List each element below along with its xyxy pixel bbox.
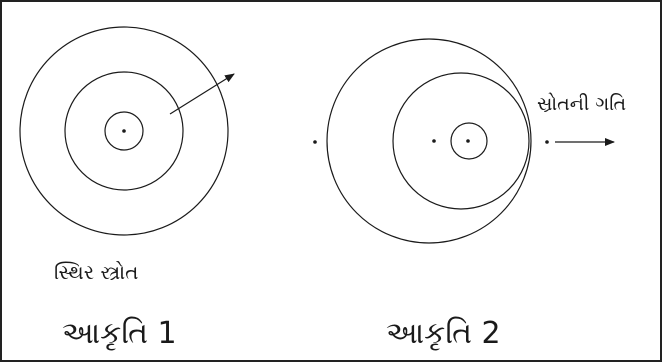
figure2-motion-label: સ્રોતની ગતિ — [537, 93, 627, 115]
figure2-caption: આકૃતિ 2 — [386, 316, 501, 351]
figure1-middle-wavefront — [64, 71, 184, 191]
figure2-prior-position-1 — [313, 140, 317, 144]
figure1-source-label: સ્થિર સ્ત્રોત — [54, 260, 139, 284]
figure2-inner-wavefront — [450, 122, 488, 160]
figure2-outer-wavefront — [326, 38, 532, 244]
figure2-prior-position-2 — [432, 139, 436, 143]
figure1-propagation-arrow — [169, 73, 235, 115]
figure1-inner-wavefront — [104, 111, 144, 151]
figure1-wavefronts — [19, 26, 229, 236]
figure2-middle-wavefront — [392, 72, 530, 210]
figure2-motion-start-point — [545, 140, 549, 144]
figure2-source-point — [466, 139, 470, 143]
figure1-source-point — [122, 129, 126, 133]
figure1-outer-wavefront — [19, 26, 229, 236]
figure1-caption: આકૃતિ 1 — [62, 316, 177, 351]
figure2-wavefronts — [326, 38, 532, 244]
